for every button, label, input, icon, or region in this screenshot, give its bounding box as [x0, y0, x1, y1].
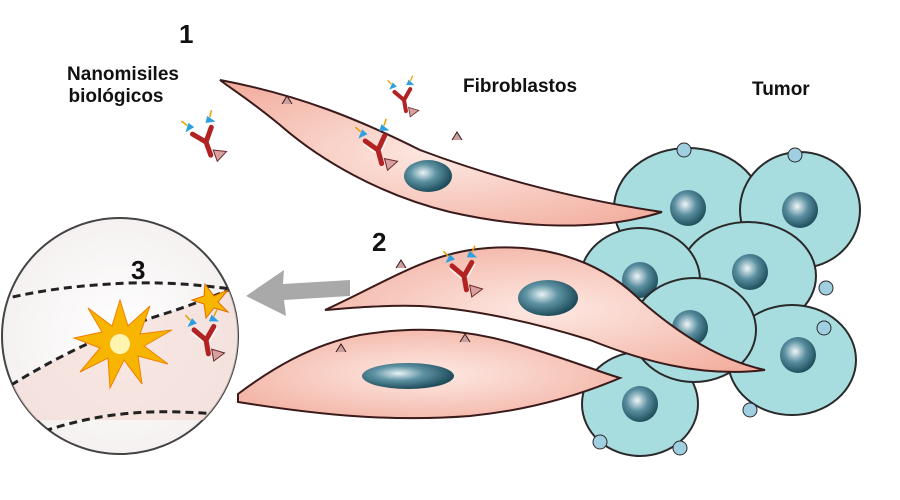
step-1-label: 1 — [179, 19, 194, 49]
fibroblast-cell — [237, 328, 623, 420]
step-2-label: 2 — [372, 227, 387, 257]
nanomissiles-label-line2: biológicos — [68, 85, 164, 107]
tumor-label: Tumor — [752, 79, 810, 100]
step-3-label: 3 — [131, 255, 146, 285]
fibroblast-cell — [324, 246, 766, 373]
magnified-view — [1, 217, 239, 455]
fibroblast-cell — [219, 79, 663, 227]
nanomissiles-label: Nanomisiles biológicos — [48, 64, 198, 108]
arrow-left-icon — [246, 270, 350, 316]
fibroblasts-label: Fibroblastos — [463, 76, 578, 97]
nanomissiles-label-line1: Nanomisiles — [67, 64, 179, 85]
